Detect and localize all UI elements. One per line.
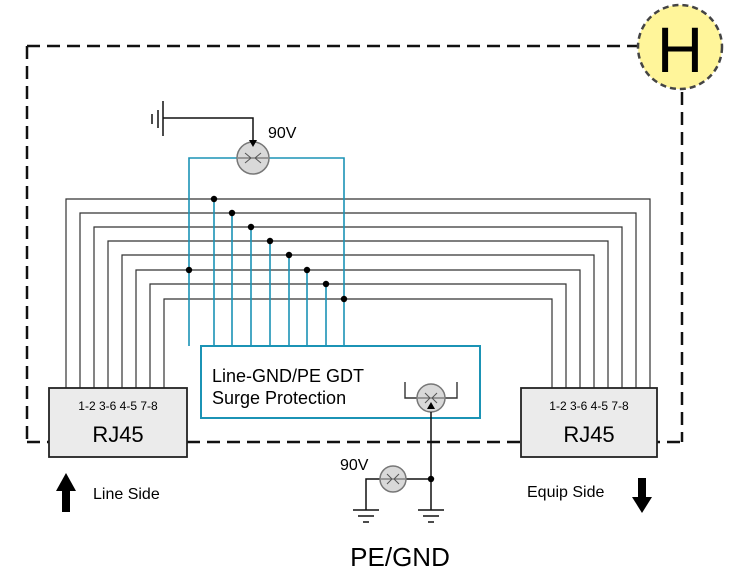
gdt-feed-wires	[188, 157, 345, 346]
rj45-right-title: RJ45	[563, 422, 614, 447]
protection-box-line2: Surge Protection	[212, 388, 346, 408]
ground-label: PE/GND	[350, 542, 450, 572]
protection-box-line1: Line-GND/PE GDT	[212, 366, 364, 386]
rj45-right-box	[520, 387, 658, 458]
ground-symbol-right	[418, 509, 444, 523]
signal-wires	[65, 198, 651, 390]
section-badge-letter: H	[657, 14, 703, 86]
equip-side-down-arrow-icon	[632, 478, 652, 513]
bottom-gdt-tube	[379, 465, 407, 493]
ground-path	[365, 412, 432, 510]
internal-gdt-tube	[404, 382, 458, 413]
rj45-right-pins: 1-2 3-6 4-5 7-8	[549, 399, 629, 413]
line-side-up-arrow-icon	[56, 473, 76, 512]
top-gdt-voltage: 90V	[268, 125, 297, 142]
rj45-left-box	[48, 387, 188, 458]
equip-side-label: Equip Side	[527, 484, 604, 501]
top-gdt-tube	[236, 140, 270, 175]
ground-junction-dot	[427, 475, 435, 483]
junction-dots	[185, 195, 348, 303]
line-side-label: Line Side	[93, 486, 160, 503]
ground-symbol-left	[353, 509, 379, 523]
top-ground-symbol	[151, 101, 254, 146]
bottom-gdt-voltage: 90V	[340, 457, 369, 474]
rj45-left-pins: 1-2 3-6 4-5 7-8	[78, 399, 158, 413]
section-badge: H	[636, 3, 724, 91]
rj45-left-title: RJ45	[92, 422, 143, 447]
